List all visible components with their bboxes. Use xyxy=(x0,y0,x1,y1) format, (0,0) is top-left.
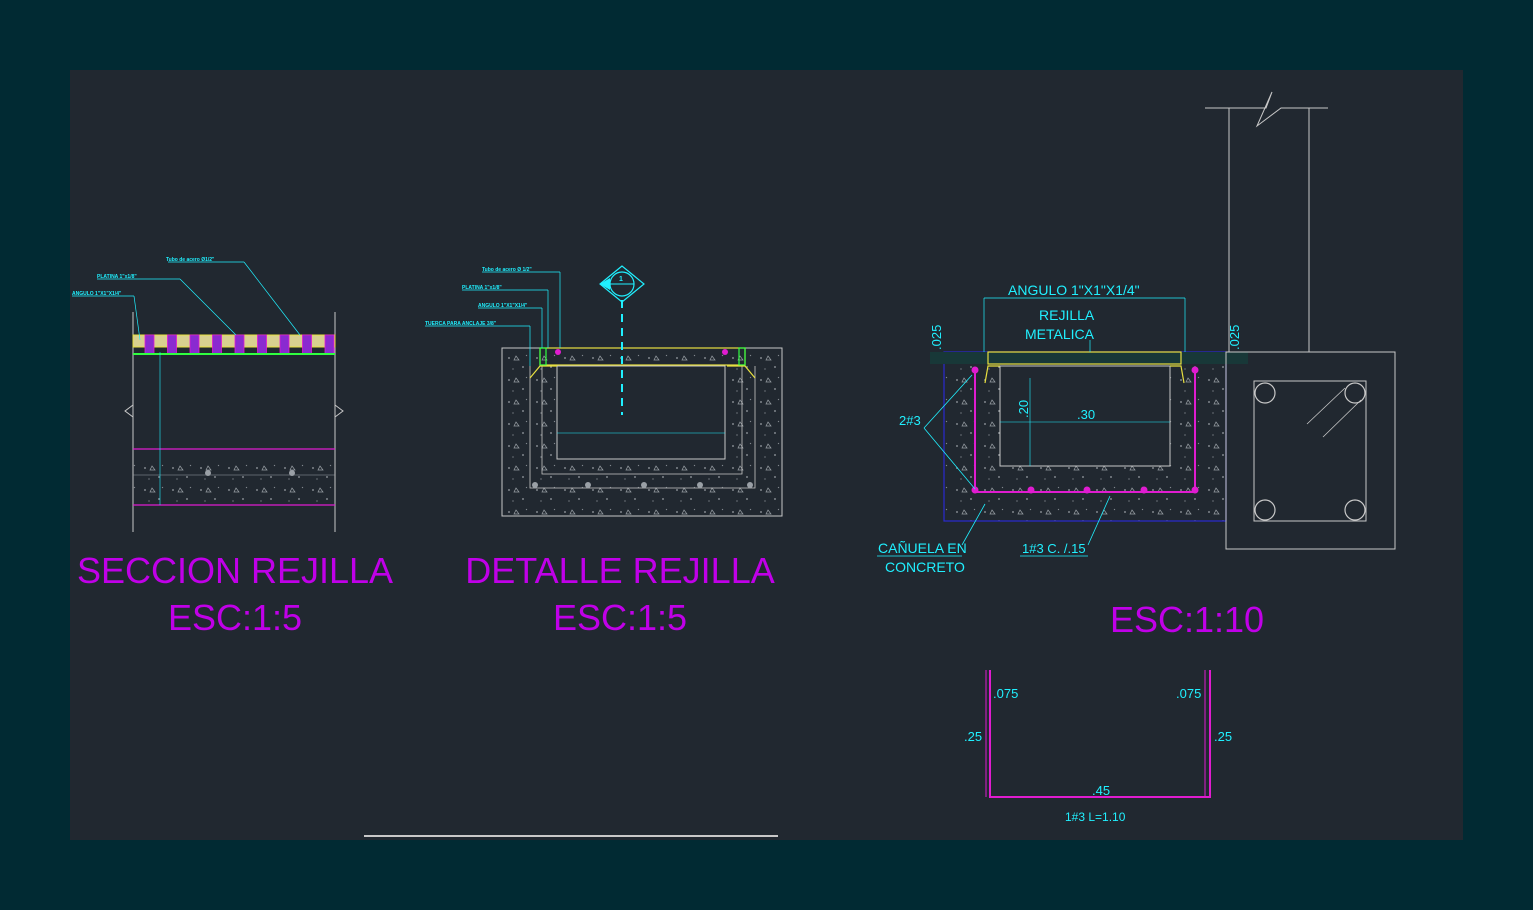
detalle-note-tubo: Tubo de acero Ø 1/2" xyxy=(482,267,532,273)
dim-width: .30 xyxy=(1077,407,1095,422)
dim-base: .45 xyxy=(1092,783,1110,798)
section-marker-icon xyxy=(599,265,645,303)
grating-bar xyxy=(189,334,200,355)
detalle-rebar-dots xyxy=(532,482,753,488)
label-canuela: CAÑUELA EN xyxy=(878,540,967,556)
seccion-note-angulo: ANGULO 1"X1"X1/4" xyxy=(72,291,122,297)
grating-bar xyxy=(212,334,222,355)
rebar-dot xyxy=(532,482,538,488)
rebar-dot xyxy=(697,482,703,488)
detalle-note-angulo: ANGULO 1"X1"X1/4" xyxy=(478,303,528,309)
canuela-view: ANGULO 1"X1"X1/4" REJILLA METALICA 2#3 C… xyxy=(877,91,1396,575)
canuela-rebar-dots xyxy=(971,366,1199,494)
detalle-note-tuerca: TUERCA PARA ANCLAJE 3/8" xyxy=(425,321,497,327)
rebar-dot xyxy=(1140,486,1148,494)
rejilla-metalica xyxy=(987,351,1182,365)
label-metalica: METALICA xyxy=(1025,326,1095,342)
label-stirrups: 1#3 C. /.15 xyxy=(1022,541,1086,556)
rebar-dot xyxy=(971,366,979,374)
grating-bars xyxy=(144,334,335,355)
detalle-title: DETALLE REJILLA xyxy=(465,550,774,591)
section-marker-number: 1 xyxy=(619,276,623,283)
dim-leg-right: .25 xyxy=(1214,729,1232,744)
bar-detail-view: .075 .075 .25 .25 .45 1#3 L=1.10 xyxy=(964,670,1232,824)
detalle-scale: ESC:1:5 xyxy=(553,597,687,638)
rebar-dot xyxy=(641,482,647,488)
seccion-title: SECCION REJILLA xyxy=(77,550,393,591)
bar-caption: 1#3 L=1.10 xyxy=(1065,810,1126,824)
dim-left: .025 xyxy=(929,325,944,350)
grating-bar xyxy=(234,334,245,355)
seccion-scale: ESC:1:5 xyxy=(168,597,302,638)
grating-bar xyxy=(257,334,267,355)
detalle-rejilla-view: 1 Tubo de acero Ø 1/2" PLATINA 1"x1/8" A… xyxy=(425,265,783,517)
rebar-dot xyxy=(585,482,591,488)
detalle-note-platina: PLATINA 1"x1/8" xyxy=(462,285,502,291)
dim-hook-left: .075 xyxy=(993,686,1018,701)
dim-leg-left: .25 xyxy=(964,729,982,744)
grating-bar xyxy=(279,334,290,355)
seccion-note-tubo: Tubo de acero Ø1/2" xyxy=(166,257,215,263)
rebar-dot xyxy=(1191,486,1199,494)
dim-depth: .20 xyxy=(1016,400,1031,418)
dim-right: .025 xyxy=(1227,325,1242,350)
label-angulo: ANGULO 1"X1"X1/4" xyxy=(1008,282,1140,298)
grating-bar xyxy=(167,334,177,355)
rebar-dot xyxy=(971,486,979,494)
seccion-rejilla-view: Tubo de acero Ø1/2" PLATINA 1"x1/8" ANGU… xyxy=(72,257,344,532)
grating-bar xyxy=(324,334,335,355)
grating-bar xyxy=(302,334,312,355)
dim-hook-right: .075 xyxy=(1176,686,1201,701)
rebar-dot xyxy=(747,482,753,488)
bent-bar xyxy=(989,670,1211,798)
rebar-dot xyxy=(1027,486,1035,494)
label-rejilla: REJILLA xyxy=(1039,307,1095,323)
label-concreto: CONCRETO xyxy=(885,559,965,575)
column-footing xyxy=(1225,351,1396,550)
label-bars: 2#3 xyxy=(899,413,921,428)
grating-bar xyxy=(144,334,155,355)
canuela-scale: ESC:1:10 xyxy=(1110,599,1264,640)
seccion-note-platina: PLATINA 1"x1/8" xyxy=(97,274,137,280)
rebar-dot xyxy=(1083,486,1091,494)
rebar-dot xyxy=(1191,366,1199,374)
